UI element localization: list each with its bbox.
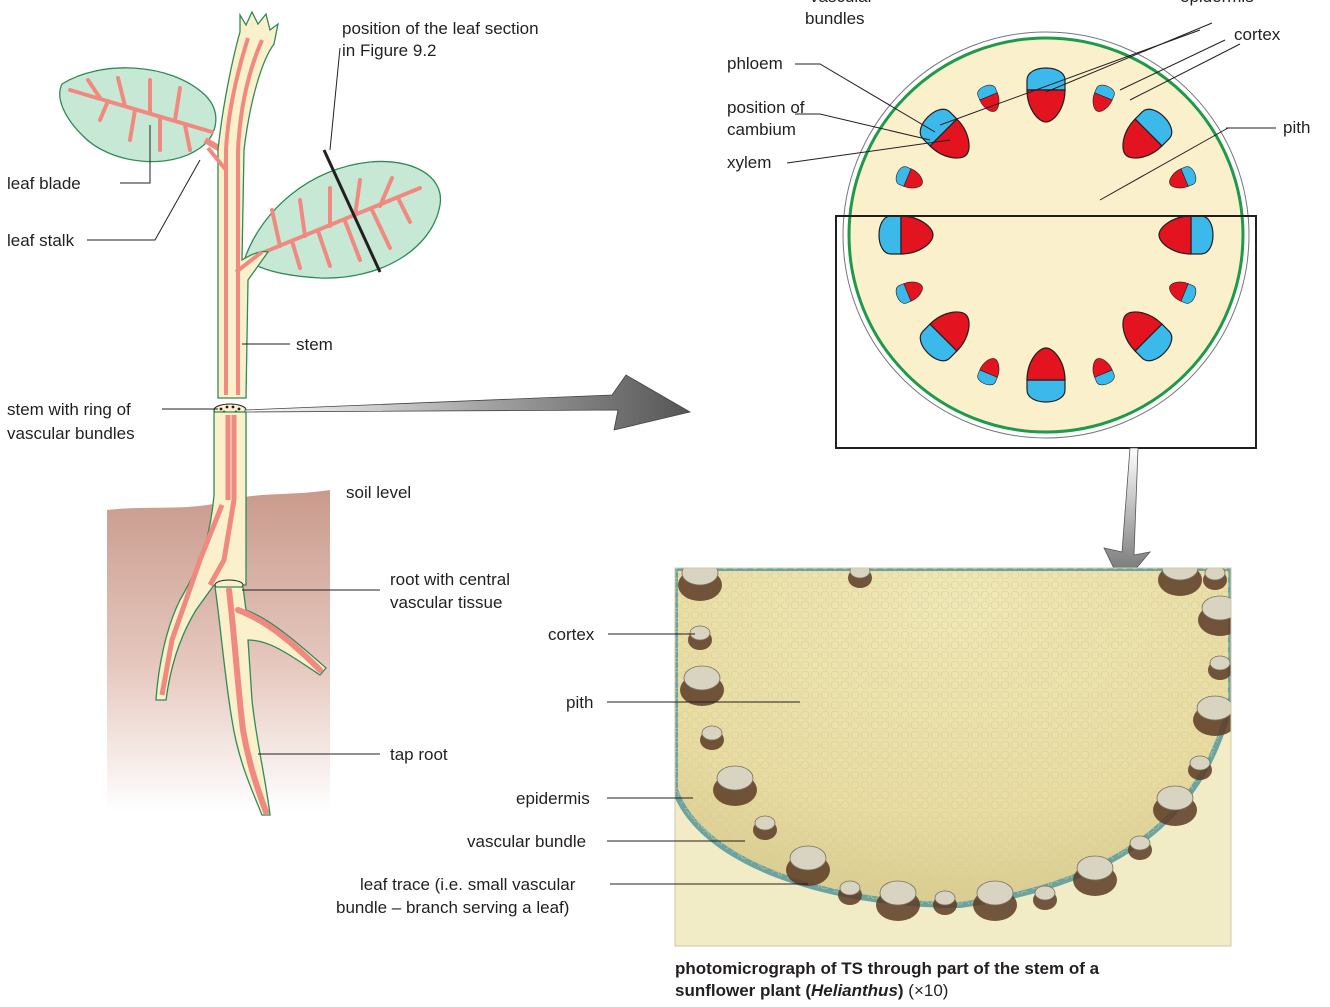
micrograph-bundle	[1128, 836, 1152, 860]
micrograph-bundle	[1193, 696, 1237, 736]
label-root-1: root with central	[390, 570, 510, 589]
label-cortex-micro: cortex	[548, 625, 595, 644]
label-leaf-stalk: leaf stalk	[7, 231, 75, 250]
micrograph-bundle	[1208, 656, 1232, 680]
micrograph	[675, 556, 1242, 946]
label-pith-micro: pith	[566, 693, 593, 712]
label-leaf-trace-2: bundle – branch serving a leaf)	[336, 898, 569, 917]
micrograph-bundle	[753, 816, 777, 840]
micrograph-bundle	[1153, 786, 1197, 826]
label-phloem: phloem	[727, 54, 783, 73]
micrograph-bundle	[688, 626, 712, 650]
label-root-2: vascular tissue	[390, 593, 502, 612]
label-soil-level: soil level	[346, 483, 411, 502]
micrograph-bundle	[1203, 566, 1227, 590]
stem-section-diagram: vascular bundles epidermis cortex phloem…	[727, 0, 1310, 585]
label-leaf-section-1: position of the leaf section	[342, 19, 539, 38]
caption-scale: (×10)	[904, 981, 949, 1000]
label-stem-ring-1: stem with ring of	[7, 400, 131, 419]
caption-line2a: sunflower plant (	[675, 981, 811, 1000]
caption-line1: photomicrograph of TS through part of th…	[675, 959, 1099, 978]
left-leaf-blade	[60, 68, 216, 162]
label-vascular-2: bundles	[805, 9, 865, 28]
label-leaf-blade: leaf blade	[7, 174, 81, 193]
label-xylem: xylem	[727, 153, 771, 172]
label-pith-section: pith	[1283, 118, 1310, 137]
micrograph-bundle	[1158, 556, 1202, 596]
micrograph-bundle	[933, 891, 957, 915]
micrograph-bundle	[713, 766, 757, 806]
label-vascular-1: vascular	[810, 0, 874, 6]
micrograph-bundle	[1073, 856, 1117, 896]
label-cambium-1: position of	[727, 98, 805, 117]
label-stem-ring-2: vascular bundles	[7, 424, 135, 443]
micrograph-bundle	[678, 561, 722, 601]
label-leaf-trace-1: leaf trace (i.e. small vascular	[360, 875, 576, 894]
label-cortex-section: cortex	[1234, 25, 1281, 44]
micrograph-bundle	[1033, 886, 1057, 910]
label-epidermis-micro: epidermis	[516, 789, 590, 808]
micrograph-bundle	[838, 881, 862, 905]
micrograph-bundle	[973, 881, 1017, 921]
arrow-to-section	[245, 375, 690, 430]
label-tap-root: tap root	[390, 745, 448, 764]
figure-caption: photomicrograph of TS through part of th…	[675, 958, 1295, 1002]
micrograph-bundle	[680, 666, 724, 706]
micrograph-bundle	[700, 726, 724, 750]
label-vascular-bundle-micro: vascular bundle	[467, 832, 586, 851]
micrograph-bundle	[1188, 756, 1212, 780]
label-leaf-section-2: in Figure 9.2	[342, 41, 437, 60]
caption-italic: Helianthus	[811, 981, 898, 1000]
label-stem: stem	[296, 335, 333, 354]
label-cambium-2: cambium	[727, 120, 796, 139]
micrograph-bundle	[786, 846, 830, 886]
micrograph-bundle	[876, 881, 920, 921]
label-epidermis-section: epidermis	[1180, 0, 1254, 6]
arrow-to-micrograph	[1104, 448, 1150, 585]
micrograph-bundle	[1198, 596, 1242, 636]
